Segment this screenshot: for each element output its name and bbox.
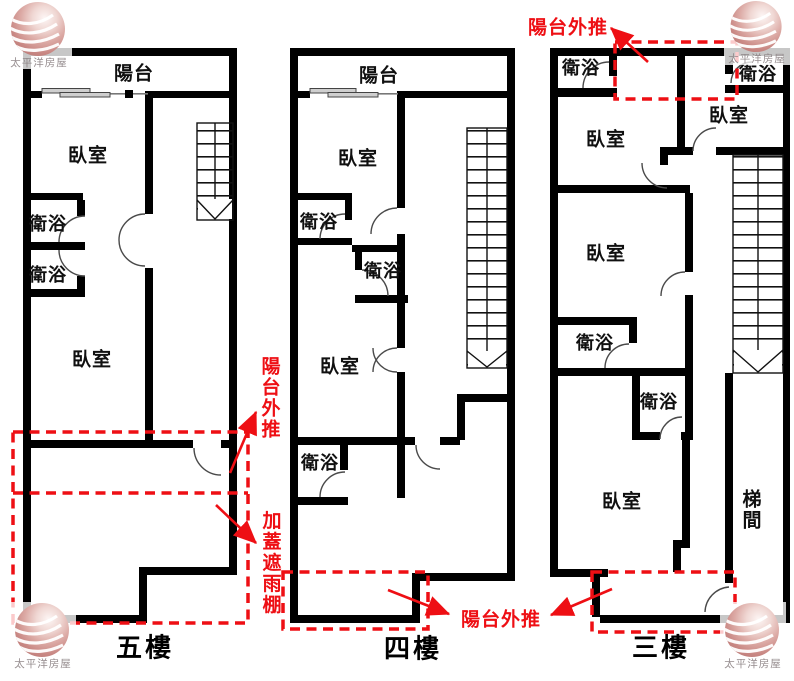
arrow-floor3-bottom-balcony-push [549,587,613,617]
floor5-rain-canopy-note: 加蓋遮雨棚 [259,510,282,616]
watermark-logo-top-right: 太平洋房屋 [724,0,790,65]
floor3-top-pushout-dashed-box [613,40,739,101]
pacific-sphere-icon [730,0,782,53]
pacific-sphere-icon [15,603,69,657]
floor3-title: 三樓 [631,633,691,664]
arrow-floor5-rain-canopy [215,504,257,544]
floor3-bedroom2-label: 臥室 [585,242,627,265]
floor3-walls [550,48,790,623]
watermark-brand-text: 太平洋房屋 [728,53,786,65]
floor4-bedroom-mid-label: 臥室 [319,355,361,378]
floor4-stairs [466,127,508,369]
floor4-title: 四樓 [383,634,443,665]
arrow-floor4-balcony-push [387,588,451,616]
floor3-bedroom1-label: 臥室 [585,128,627,151]
floor5-walls [20,48,237,623]
floor5-bath-upper-label: 衛浴 [29,214,67,235]
floor5-title: 五樓 [115,633,175,664]
floor3-bedroom-top-right-label: 臥室 [708,104,750,127]
floor3-bath-top-left-label: 衛浴 [562,58,600,79]
watermark-logo-top-left: 太平洋房屋 [6,1,72,69]
floor3-stairwell-label: 梯間 [739,489,762,531]
floor5-balcony-push-note: 陽台外推 [258,356,281,440]
floor5-bath-lower-label: 衛浴 [29,265,67,286]
red-dashed-overlays [11,40,739,634]
bottom-balcony-push-note: 陽台外推 [460,608,542,631]
floor5-bedroom-bottom-label: 臥室 [71,348,113,371]
floor4-balcony-label: 陽台 [358,64,400,87]
watermark-logo-bottom-left: 太平洋房屋 [10,602,76,670]
red-annotation-arrows [215,27,649,617]
floor5-pushout-dashed-box [11,430,250,625]
watermark-brand-text: 太平洋房屋 [10,57,68,69]
arrow-floor3-top-balcony-push [610,27,649,63]
arrow-floor5-balcony-push [228,410,258,474]
floor4-bath-bottom-label: 衛浴 [301,453,339,474]
floor5-doors [58,213,222,476]
floor4-walls [290,48,515,623]
floor3-bath-mid-left-label: 衛浴 [576,333,614,354]
floor3-bath-center-label: 衛浴 [640,392,678,413]
floor3-doors [582,61,753,613]
floor3-bedroom-bottom-label: 臥室 [601,490,643,513]
pacific-sphere-icon [11,2,65,56]
watermark-logo-bottom-right: 太平洋房屋 [720,602,786,670]
floor3-top-balcony-push-note: 陽台外推 [527,16,609,39]
floor4-bath-left-label: 衛浴 [300,212,338,233]
floor5-stairs [196,122,234,221]
floor3-stairs [732,154,784,374]
watermark-brand-text: 太平洋房屋 [724,658,782,670]
floor4-doors [319,207,441,498]
floor3-bath-top-right-label: 衛浴 [739,64,777,85]
floor4-bath-center-label: 衛浴 [364,261,402,282]
floor5-bedroom-top-label: 臥室 [67,144,109,167]
pacific-sphere-icon [725,603,779,657]
floor4-bedroom-top-label: 臥室 [337,147,379,170]
floor5-balcony-label: 陽台 [113,62,155,85]
watermark-brand-text: 太平洋房屋 [14,658,72,670]
